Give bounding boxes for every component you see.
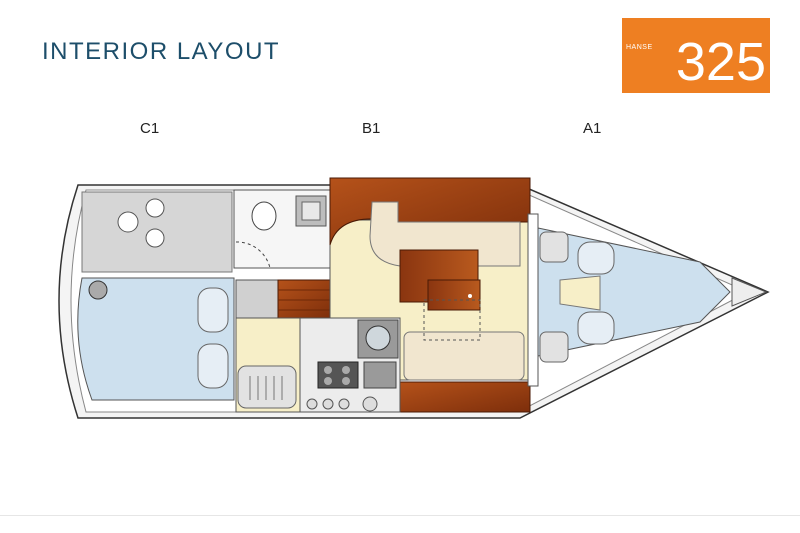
zone-label-c1: C1: [140, 120, 160, 137]
forward-bulkhead: [527, 213, 539, 387]
model-number: 325: [675, 32, 766, 92]
aft-cabin-c1: [77, 277, 235, 401]
galley: [299, 317, 401, 413]
footer-divider: [0, 515, 800, 516]
zone-label-b1: B1: [362, 120, 381, 137]
anchor-locker: [731, 277, 768, 307]
head-compartment: [233, 189, 331, 269]
zone-label-a1: A1: [583, 120, 602, 137]
aft-locker-starboard: [237, 365, 297, 409]
brand-logo: HANSE 325: [622, 18, 770, 93]
page-title: INTERIOR LAYOUT: [42, 38, 281, 65]
saloon-table: [399, 249, 481, 341]
companionway-steps: [235, 279, 333, 319]
forward-cabin-a1: [537, 227, 731, 363]
brand-small-text: HANSE: [626, 44, 653, 51]
aft-locker: [81, 191, 233, 273]
